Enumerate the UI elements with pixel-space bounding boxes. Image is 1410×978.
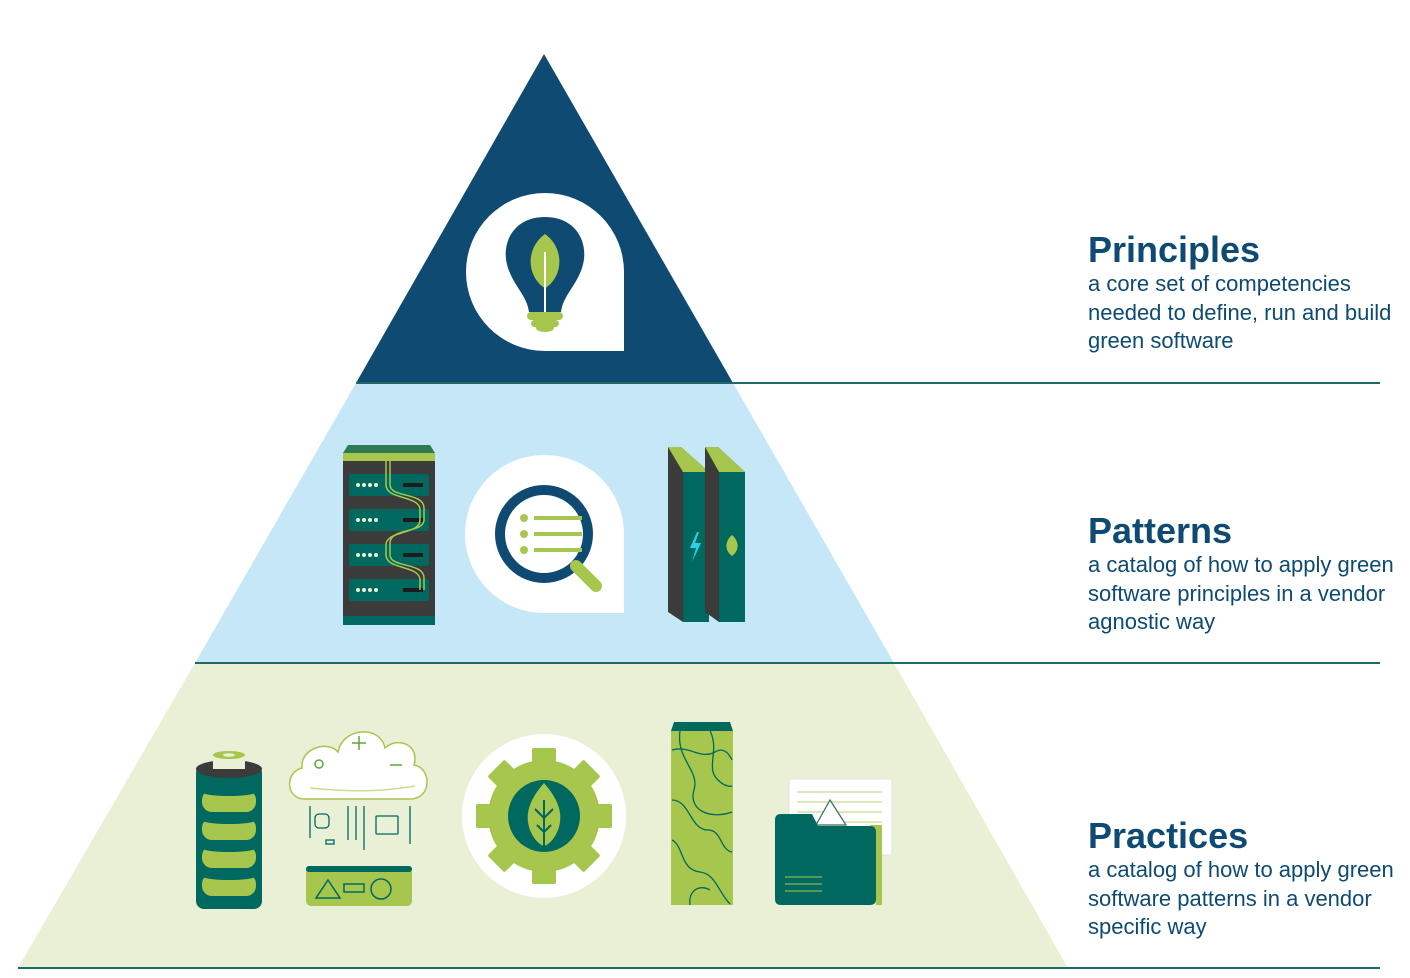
- layer-description-principles: a core set of competencies needed to def…: [1088, 271, 1392, 353]
- layer-description-practices: a catalog of how to apply green software…: [1088, 857, 1394, 939]
- layer-title-principles: Principles: [1088, 229, 1261, 270]
- server-rack-icon: [343, 445, 435, 625]
- folder-documents-icon: [775, 778, 893, 905]
- layer-label-principles: Principles a core set of competencies ne…: [1088, 230, 1398, 356]
- layer-title-practices: Practices: [1088, 815, 1249, 856]
- lightbulb-leaf-icon: [466, 193, 624, 351]
- layer-title-patterns: Patterns: [1088, 510, 1233, 551]
- battery-icon: [196, 751, 262, 909]
- cloud-circuit-icon: [288, 731, 428, 906]
- layer-label-practices: Practices a catalog of how to apply gree…: [1088, 816, 1398, 942]
- layer-label-patterns: Patterns a catalog of how to apply green…: [1088, 511, 1398, 637]
- gear-leaf-icon: [462, 734, 626, 898]
- magnifier-list-icon: [465, 454, 625, 613]
- layer-description-patterns: a catalog of how to apply green software…: [1088, 552, 1394, 634]
- battery-books-icon: [668, 447, 745, 622]
- storage-block-icon: [671, 722, 733, 906]
